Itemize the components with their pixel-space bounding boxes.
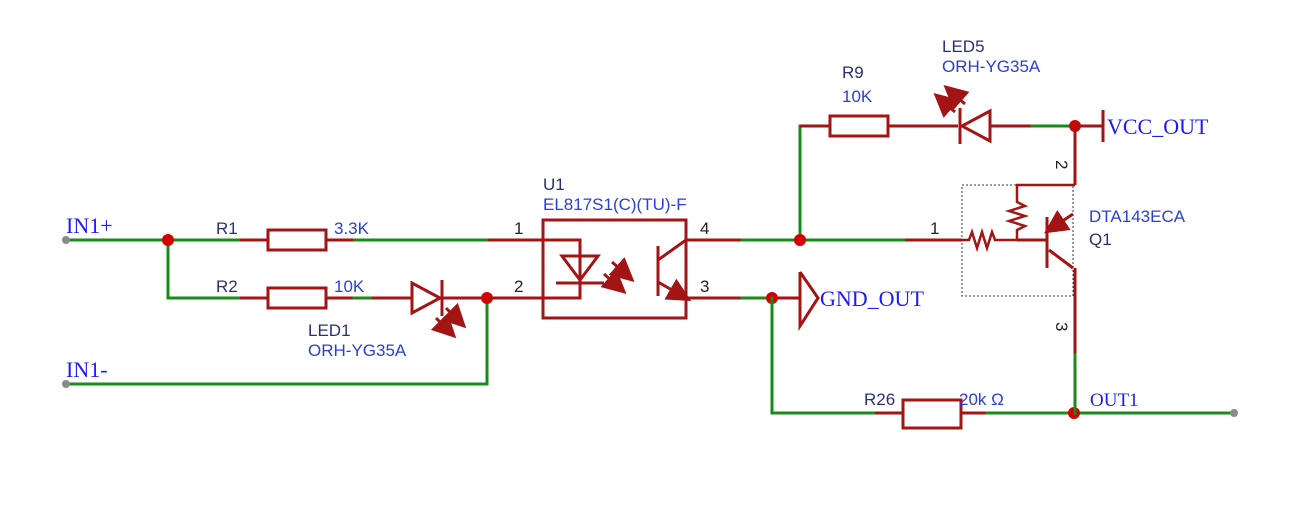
junction: [794, 234, 806, 246]
light-arrow-icon: [430, 312, 457, 339]
diode-triangle-icon: [958, 108, 992, 144]
r26-value: 20k Ω: [959, 390, 1004, 409]
q1-ref: Q1: [1089, 230, 1112, 249]
junction: [162, 234, 174, 246]
in1-minus-endpoint[interactable]: [62, 380, 70, 388]
light-arrow-icon: [943, 85, 970, 110]
out1-endpoint[interactable]: [1230, 409, 1238, 417]
net-label-gnd-out: GND_OUT: [820, 286, 924, 311]
q1-pin-3: 3: [1052, 322, 1071, 331]
q1-value: DTA143ECA: [1089, 207, 1186, 226]
r9-ref: R9: [842, 63, 864, 82]
u1-pin-1: 1: [514, 219, 523, 238]
diode-triangle-icon: [559, 254, 601, 283]
led5-value: ORH-YG35A: [942, 57, 1041, 76]
net-out1: OUT1: [1068, 390, 1238, 419]
resistor-r26[interactable]: R26 20k Ω: [864, 390, 1076, 430]
net-in1-minus: IN1-: [62, 296, 489, 388]
gnd-out-port: GND_OUT: [798, 271, 924, 332]
light-arrow-icon: [933, 93, 960, 118]
net-label-vcc-out: VCC_OUT: [1107, 114, 1209, 139]
q1-pin-1: 1: [930, 219, 939, 238]
r1-value: 3.3K: [334, 219, 370, 238]
led1-ref: LED1: [308, 321, 351, 340]
u1-pin-3: 3: [700, 277, 709, 296]
r2-value: 10K: [334, 277, 365, 296]
resistor-r9[interactable]: R9 10K: [800, 63, 958, 138]
led1-value: ORH-YG35A: [308, 341, 407, 360]
led-led5[interactable]: LED5 ORH-YG35A: [933, 37, 1072, 144]
light-arrow-icon: [608, 257, 635, 282]
net-label-out1: OUT1: [1090, 390, 1139, 411]
light-arrow-icon: [600, 269, 627, 294]
r2-ref: R2: [216, 277, 238, 296]
diode-triangle-icon: [410, 280, 444, 316]
optocoupler-u1[interactable]: 1 2 3 4 U1 EL817S1(C)(TU)-F: [514, 175, 709, 320]
light-arrow-icon: [440, 302, 467, 329]
u1-value: EL817S1(C)(TU)-F: [543, 195, 687, 214]
transistor-q1[interactable]: 1 2 3 DTA143ECA Q1: [905, 126, 1186, 415]
resistor-r2[interactable]: R2 10K: [216, 277, 412, 310]
vcc-out-port: VCC_OUT: [1069, 110, 1209, 142]
r26-ref: R26: [864, 390, 895, 409]
net-in1-plus: IN1+: [62, 213, 242, 300]
led-led1[interactable]: LED1 ORH-YG35A: [308, 280, 487, 360]
net-label-in1-plus: IN1+: [66, 213, 113, 238]
r9-value: 10K: [842, 87, 873, 106]
u1-pin-2: 2: [514, 277, 523, 296]
net-label-in1-minus: IN1-: [66, 357, 108, 382]
u1-ref: U1: [543, 175, 565, 194]
resistor-r1[interactable]: R1 3.3K: [216, 219, 543, 252]
r1-ref: R1: [216, 219, 238, 238]
u1-pin-4: 4: [700, 219, 709, 238]
led5-ref: LED5: [942, 37, 985, 56]
in1-plus-endpoint[interactable]: [62, 236, 70, 244]
q1-pin-2: 2: [1052, 160, 1071, 169]
